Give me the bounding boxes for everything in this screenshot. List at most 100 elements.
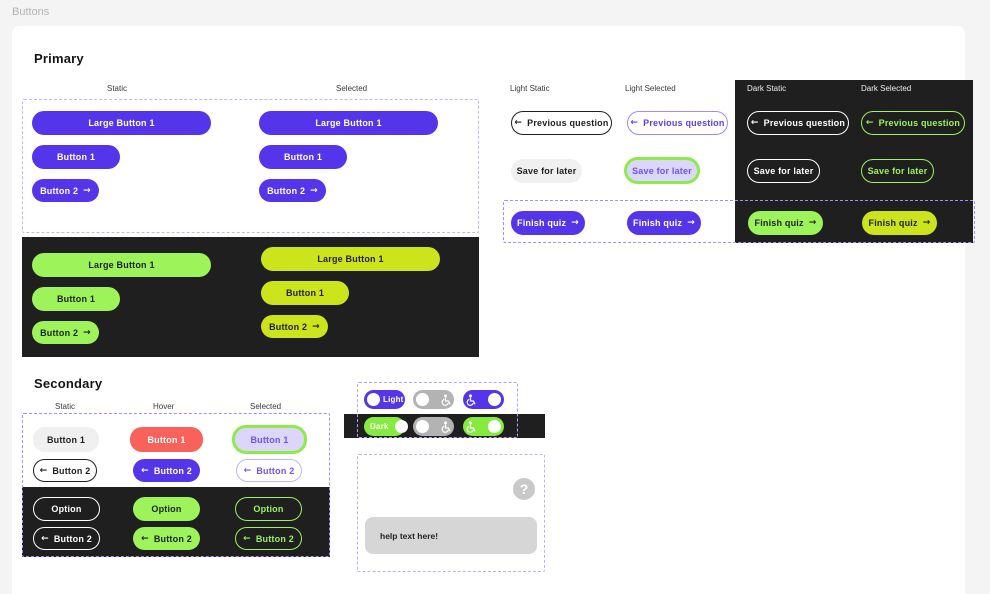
button-label: Button 2 bbox=[153, 465, 192, 476]
secondary-button2-selected[interactable]: ← Button 2 bbox=[236, 459, 302, 482]
accessibility-toggle-off-light[interactable] bbox=[413, 390, 454, 409]
wheelchair-icon bbox=[466, 393, 476, 406]
button-label: Save for later bbox=[753, 166, 814, 176]
button-label: Previous question bbox=[643, 118, 725, 128]
secondary-section-heading: Secondary bbox=[34, 376, 103, 391]
arrow-left-icon: ← bbox=[514, 118, 523, 128]
previous-question-button-dark-static[interactable]: ← Previous question bbox=[747, 111, 849, 135]
primary-button1-static[interactable]: Button 1 bbox=[32, 145, 120, 169]
button-label: Previous question bbox=[763, 118, 846, 128]
save-for-later-button-light-selected[interactable]: Save for later bbox=[624, 157, 700, 184]
button-label: Button 2 bbox=[40, 327, 79, 338]
arrow-left-icon: ← bbox=[865, 118, 874, 128]
column-label-light-static: Light Static bbox=[510, 84, 550, 93]
button-label: Save for later bbox=[632, 165, 692, 176]
column-label-light-selected: Light Selected bbox=[625, 84, 676, 93]
toggle-knob bbox=[416, 393, 429, 406]
button-label: Large Button 1 bbox=[315, 118, 382, 128]
arrow-right-icon: → bbox=[83, 185, 91, 196]
primary-dark-button2-selected[interactable]: Button 2 → bbox=[261, 315, 328, 338]
button-label: Large Button 1 bbox=[88, 260, 155, 270]
column-label-selected: Selected bbox=[336, 84, 368, 93]
button-label: Finish quiz bbox=[868, 218, 918, 228]
secondary-option-hover[interactable]: Option bbox=[133, 497, 200, 521]
help-tooltip: help text here! bbox=[365, 517, 537, 554]
accessibility-toggle-off-dark[interactable] bbox=[413, 417, 454, 436]
arrow-left-icon: ← bbox=[39, 465, 48, 476]
help-frame bbox=[357, 454, 545, 572]
secondary-dark-button2-selected[interactable]: ← Button 2 bbox=[235, 527, 302, 550]
secondary-dark-button2-hover[interactable]: ← Button 2 bbox=[133, 527, 200, 550]
button-label: Button 1 bbox=[147, 434, 186, 445]
button-label: Save for later bbox=[867, 166, 928, 176]
toggles-frame bbox=[357, 382, 518, 438]
save-for-later-button-dark-selected[interactable]: Save for later bbox=[861, 159, 934, 183]
button-label: Previous question bbox=[527, 118, 609, 128]
secondary-button1-selected[interactable]: Button 1 bbox=[232, 425, 307, 454]
primary-dark-button1-selected[interactable]: Button 1 bbox=[261, 281, 349, 305]
button-label: Button 2 bbox=[153, 533, 192, 544]
column-label-selected: Selected bbox=[250, 402, 282, 411]
primary-button2-static[interactable]: Button 2 → bbox=[32, 179, 99, 202]
save-for-later-button-dark-static[interactable]: Save for later bbox=[747, 159, 820, 183]
primary-dark-button2-static[interactable]: Button 2 → bbox=[32, 321, 99, 344]
button-label: Button 1 bbox=[56, 294, 96, 304]
save-for-later-button-light-static[interactable]: Save for later bbox=[511, 159, 582, 183]
secondary-button1-hover[interactable]: Button 1 bbox=[130, 427, 203, 452]
accessibility-toggle-on-light[interactable] bbox=[463, 390, 504, 409]
primary-dark-large-button-selected[interactable]: Large Button 1 bbox=[261, 247, 440, 271]
arrow-left-icon: ← bbox=[630, 118, 639, 128]
primary-button1-selected[interactable]: Button 1 bbox=[259, 145, 347, 169]
button-label: Finish quiz bbox=[517, 218, 567, 228]
button-label: Button 1 bbox=[250, 434, 289, 445]
column-label-static: Static bbox=[107, 84, 128, 93]
toggle-label: Light bbox=[383, 395, 404, 404]
toggle-knob bbox=[367, 393, 380, 406]
button-label: Option bbox=[151, 504, 182, 514]
light-mode-toggle[interactable]: Light bbox=[364, 390, 405, 409]
primary-large-button-static[interactable]: Large Button 1 bbox=[32, 111, 211, 135]
secondary-frame bbox=[22, 413, 330, 557]
arrow-right-icon: → bbox=[312, 321, 320, 332]
button-label: Finish quiz bbox=[754, 218, 804, 228]
primary-large-button-selected[interactable]: Large Button 1 bbox=[259, 111, 438, 135]
secondary-button2-hover[interactable]: ← Button 2 bbox=[133, 459, 200, 482]
column-label-hover: Hover bbox=[153, 402, 175, 411]
dark-mode-toggle[interactable]: Dark bbox=[364, 417, 408, 436]
button-label: Button 2 bbox=[267, 185, 306, 196]
wheelchair-icon bbox=[441, 420, 451, 433]
accessibility-toggle-on-dark[interactable] bbox=[463, 417, 504, 436]
previous-question-button-light-static[interactable]: ← Previous question bbox=[511, 111, 612, 135]
finish-quiz-button-light-static[interactable]: Finish quiz → bbox=[511, 211, 585, 235]
button-label: Button 1 bbox=[283, 152, 323, 162]
secondary-button2-static[interactable]: ← Button 2 bbox=[33, 459, 97, 482]
arrow-right-icon: → bbox=[687, 218, 695, 228]
button-label: Finish quiz bbox=[633, 218, 683, 228]
column-label-dark-static: Dark Static bbox=[747, 84, 787, 93]
arrow-right-icon: → bbox=[310, 185, 318, 196]
finish-quiz-button-light-selected[interactable]: Finish quiz → bbox=[627, 211, 701, 235]
column-label-dark-selected: Dark Selected bbox=[861, 84, 912, 93]
primary-dark-button1-static[interactable]: Button 1 bbox=[32, 287, 120, 311]
finish-quiz-button-dark-selected[interactable]: Finish quiz → bbox=[862, 211, 937, 235]
primary-button2-selected[interactable]: Button 2 → bbox=[259, 179, 326, 202]
secondary-option-static[interactable]: Option bbox=[33, 497, 100, 521]
arrow-right-icon: → bbox=[922, 218, 931, 228]
primary-light-frame bbox=[22, 99, 479, 233]
button-label: Option bbox=[253, 504, 284, 514]
primary-dark-large-button-static[interactable]: Large Button 1 bbox=[32, 253, 211, 277]
button-label: Button 1 bbox=[56, 152, 96, 162]
finish-quiz-button-dark-static[interactable]: Finish quiz → bbox=[748, 211, 823, 235]
arrow-left-icon: ← bbox=[243, 533, 251, 544]
button-label: Button 2 bbox=[256, 465, 295, 476]
help-question-icon[interactable]: ? bbox=[513, 478, 535, 500]
previous-question-button-dark-selected[interactable]: ← Previous question bbox=[861, 111, 965, 135]
secondary-option-selected[interactable]: Option bbox=[235, 497, 302, 521]
button-label: Button 1 bbox=[285, 288, 325, 298]
secondary-button1-static[interactable]: Button 1 bbox=[33, 427, 99, 452]
secondary-dark-button2-static[interactable]: ← Button 2 bbox=[33, 527, 100, 550]
button-label: Large Button 1 bbox=[317, 254, 384, 264]
button-label: Button 2 bbox=[255, 533, 294, 544]
previous-question-button-light-selected[interactable]: ← Previous question bbox=[627, 111, 728, 135]
toggle-knob bbox=[416, 420, 429, 433]
